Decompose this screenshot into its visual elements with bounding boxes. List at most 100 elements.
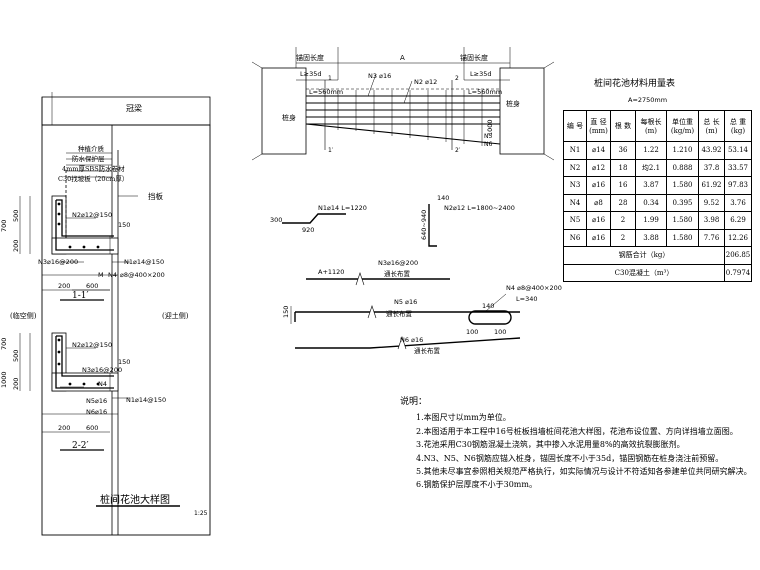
l560-left: L=560mm [309,88,343,96]
dim-500-lower: 500 [12,350,20,362]
header-unit-weight: 单位重 (kg/m) [666,110,699,142]
drawing-labels: 冠梁 挡板 (临空侧) (迎土侧) 种植介质 防水保护层 4mm厚SBS防水卷材… [0,53,675,517]
n6-plan-label: N6 [484,141,492,148]
cell: 12.26 [724,228,752,247]
dim-200-lower: 200 [12,378,20,390]
table-row: N1 ⌀14 36 1.22 1.210 43.92 53.14 [563,141,752,160]
dim-600-sec1: 600 [86,282,98,290]
cell: 0.888 [666,158,699,177]
cell: 1.580 [666,211,699,230]
cell: 1.580 [666,228,699,247]
rebar-details [282,204,521,350]
cell: N4 [563,193,587,212]
fill-side-label: (临空侧) [10,311,37,320]
cell: 1.99 [635,211,667,230]
materials-subtitle: A=2750mm [628,96,667,104]
cell: 97.83 [724,176,752,195]
cell: ⌀12 [586,158,611,177]
s1-m-label: M [98,271,104,279]
n4-dim-100b: 100 [494,328,506,336]
crown-beam-label: 冠梁 [126,104,142,113]
l35d-left: L≥35d [300,70,321,78]
n5-detail-sub: 通长布置 [386,309,413,318]
note-item: 3.花池采用C30钢筋混凝土浇筑，其中掺入水泥用量8%的高效抗裂膨胀剂。 [416,440,685,450]
section-2-label: 2-2′ [72,441,89,451]
l35d-right: L≥35d [470,70,491,78]
n6-detail-sub: 通长布置 [414,346,441,355]
total-steel-value: 206.85 [724,246,752,265]
cell: 3.87 [635,176,667,195]
s1-n2-label: N2⌀12@150 [72,211,112,219]
n3-plan-label: N3 ⌀16 [368,72,391,80]
n2-dim-140: 140 [437,194,449,202]
n4-dim-100a: 100 [466,328,478,336]
n6-detail-label: N6 ⌀16 [400,336,423,344]
table-row: N3 ⌀16 16 3.87 1.580 61.92 97.83 [563,176,752,195]
leveling-slab-label: C30找坡板（20cm厚） [58,174,128,183]
cell: ⌀16 [586,176,611,195]
cell: 2 [610,211,636,230]
cell: 0.34 [635,193,667,212]
n5-detail-label: N5 ⌀16 [394,298,417,306]
dim-600-sec2: 600 [86,424,98,432]
cell: 18 [610,158,636,177]
s1-n1-label: N1⌀14@150 [124,258,164,266]
drawing-title: 桩间花池大样图 [100,493,170,506]
cell: ⌀16 [586,211,611,230]
cell: 2 [610,228,636,247]
drawing-scale: 1:25 [194,510,208,517]
planting-medium-label: 种植介质 [78,144,105,153]
cell: 1.22 [635,141,667,160]
n2-plan-label: N2 ⌀12 [414,78,437,86]
cell: 61.92 [698,176,725,195]
cell: 53.14 [724,141,752,160]
pile-body-right: 桩身 [506,99,520,108]
notes-block: 说明： 1.本图尺寸以mm为单位。 2.本图适用于本工程中16号桩板挡墙桩间花池… [400,396,752,492]
s1-n3-label: N3⌀16@200 [38,258,78,266]
cell: 1.580 [666,176,699,195]
cell: N2 [563,158,587,177]
s1-n4-spec-label: ⌀8@400×200 [120,271,165,279]
plan-view [251,47,555,161]
n4-dim-140: 140 [482,302,494,310]
header-diameter: 直 径 (mm) [586,110,611,142]
s2-n4-label: N4 [98,380,107,388]
n1-dim-920: 920 [302,226,314,234]
s2-n3-label: N3⌀16@200 [82,366,122,374]
table-row: N4 ⌀8 28 0.34 0.395 9.52 3.76 [563,193,752,212]
mark-2p: 2′ [455,147,461,154]
table-row: N2 ⌀12 18 均2.1 0.888 37.8 33.57 [563,158,752,177]
total-steel-row: 钢筋合计（kg） 206.85 [563,246,752,265]
l560-right: L=560mm [468,88,502,96]
notes-heading: 说明： [400,397,428,407]
materials-title: 桩间花池材料用量表 [594,77,675,89]
cell: 28 [610,193,636,212]
waterproof-layer-label: 防水保护层 [72,154,105,163]
header-total-length: 总 长 (m) [698,110,725,142]
cell: 6.29 [724,211,752,230]
cell: ⌀14 [586,141,611,160]
note-item: 4.N3、N5、N6钢筋应锚入桩身，锚固长度不小于35d，锚固钢筋在桩身浇注前预… [416,453,724,463]
n1-dim-300: 300 [270,216,282,224]
n3-detail-label: N3⌀16@200 [378,259,418,267]
table-row: N5 ⌀16 2 1.99 1.580 3.98 6.29 [563,211,752,230]
mark-2: 2 [455,75,459,82]
table-row: N6 ⌀16 2 3.88 1.580 7.76 12.26 [563,228,752,247]
mark-1p: 1′ [328,147,334,154]
baffle-label: 挡板 [148,191,163,201]
note-item: 1.本图尺寸以mm为单位。 [416,413,511,423]
cell: 3.76 [724,193,752,212]
n5-plan-label: N5 [484,133,492,140]
cell: 36 [610,141,636,160]
cell: 43.92 [698,141,725,160]
n3-detail-sub: 通长布置 [384,269,411,278]
s2-n2-label: N2⌀12@150 [72,341,112,349]
section-1-label: 1-1′ [72,291,89,301]
dim-200-sec2: 200 [58,424,70,432]
cell: 1.210 [666,141,699,160]
cell: ⌀16 [586,228,611,247]
header-count: 根 数 [610,110,636,142]
anchor-length-left: 锚固长度 [296,53,324,62]
dim-150-upper: 150 [118,221,130,229]
